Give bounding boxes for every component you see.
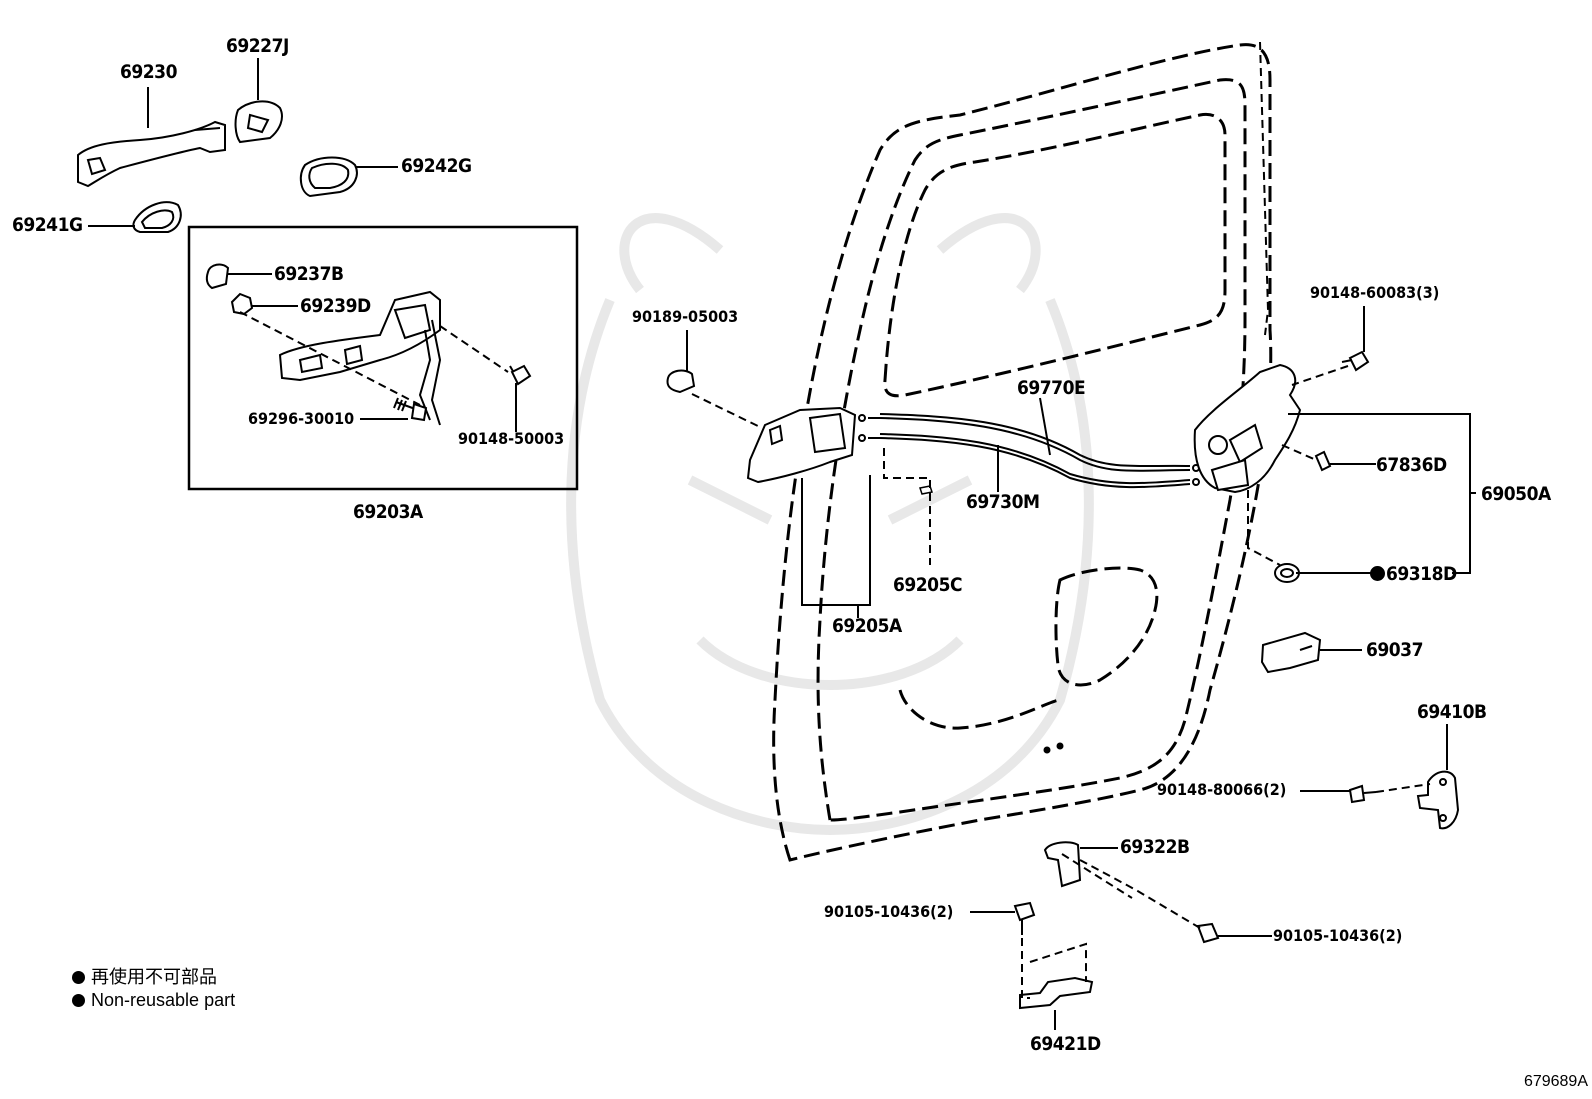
leader-lines (88, 58, 1476, 1030)
legend-line-jp: 再使用不可部品 (72, 968, 217, 986)
screw-90148-60083 (1341, 350, 1370, 372)
label-69203A: 69203A (353, 501, 423, 523)
dashed-connectors (691, 41, 1431, 999)
legend-jp-text: 再使用不可部品 (91, 967, 217, 987)
label-69241G: 69241G (12, 214, 83, 236)
bolt-90105-10436-a (1013, 901, 1036, 935)
door-holes (1043, 742, 1064, 754)
label-69230: 69230 (120, 61, 177, 83)
label-69318D: 69318D (1370, 565, 1457, 584)
label-69770E: 69770E (1017, 377, 1086, 399)
legend-en-text: Non-reusable part (91, 990, 236, 1010)
clip-67836D (1314, 450, 1332, 472)
label-90105-10436-a: 90105-10436(2) (824, 902, 954, 921)
cap-69239D (230, 292, 254, 316)
screw-90148-80066 (1348, 784, 1377, 804)
handle-cover-69227J (234, 100, 283, 144)
inner-handle (746, 406, 857, 484)
legend-line-en: Non-reusable part (72, 991, 235, 1009)
label-69037: 69037 (1366, 639, 1423, 661)
label-69296-30010: 69296-30010 (248, 409, 355, 428)
label-69205A: 69205A (832, 615, 902, 637)
gasket-69241G (132, 201, 182, 233)
label-90189-05003: 90189-05003 (632, 307, 739, 326)
cables (858, 413, 1200, 489)
bracket-69322B (1043, 841, 1082, 888)
bolt-90105-10436-b (1196, 922, 1220, 944)
label-69205C: 69205C (893, 574, 963, 596)
label-69421D: 69421D (1030, 1033, 1101, 1055)
striker-69410B (1416, 770, 1460, 830)
screw-90148-50003 (509, 364, 532, 386)
door-lock-69050A (1193, 363, 1302, 494)
label-90148-60083: 90148-60083(3) (1310, 283, 1440, 302)
gasket-69242G (299, 156, 358, 198)
label-69410B: 69410B (1417, 701, 1487, 723)
outer-handle-69230 (77, 120, 226, 188)
legend-bullet (72, 994, 85, 1007)
label-90148-80066: 90148-80066(2) (1157, 780, 1287, 799)
label-69050A: 69050A (1481, 483, 1551, 505)
seal-69318D (1274, 563, 1300, 583)
label-69318D-text: 69318D (1386, 563, 1457, 585)
clip-69237B (205, 263, 230, 290)
frame-assembly (278, 290, 442, 426)
label-67836D: 67836D (1376, 454, 1447, 476)
assembly-leaders (239, 311, 509, 406)
bracket-69421D (1019, 976, 1094, 1010)
door-outline (772, 43, 1273, 862)
clip-90189-05003 (666, 369, 696, 394)
cover-69037 (1260, 631, 1322, 674)
label-90105-10436-b: 90105-10436(2) (1273, 926, 1403, 945)
label-69242G: 69242G (401, 155, 472, 177)
label-69730M: 69730M (966, 491, 1040, 513)
label-69227J: 69227J (226, 35, 289, 57)
screw-69296-30010 (393, 397, 428, 422)
assembly-box-69203A (187, 225, 579, 491)
label-90148-50003: 90148-50003 (458, 429, 565, 448)
legend-bullet (72, 971, 85, 984)
label-69239D: 69239D (300, 295, 371, 317)
label-69322B: 69322B (1120, 836, 1190, 858)
diagram-code: 679689A (1523, 1073, 1588, 1090)
non-reusable-bullet (1370, 566, 1385, 581)
label-69237B: 69237B (274, 263, 344, 285)
